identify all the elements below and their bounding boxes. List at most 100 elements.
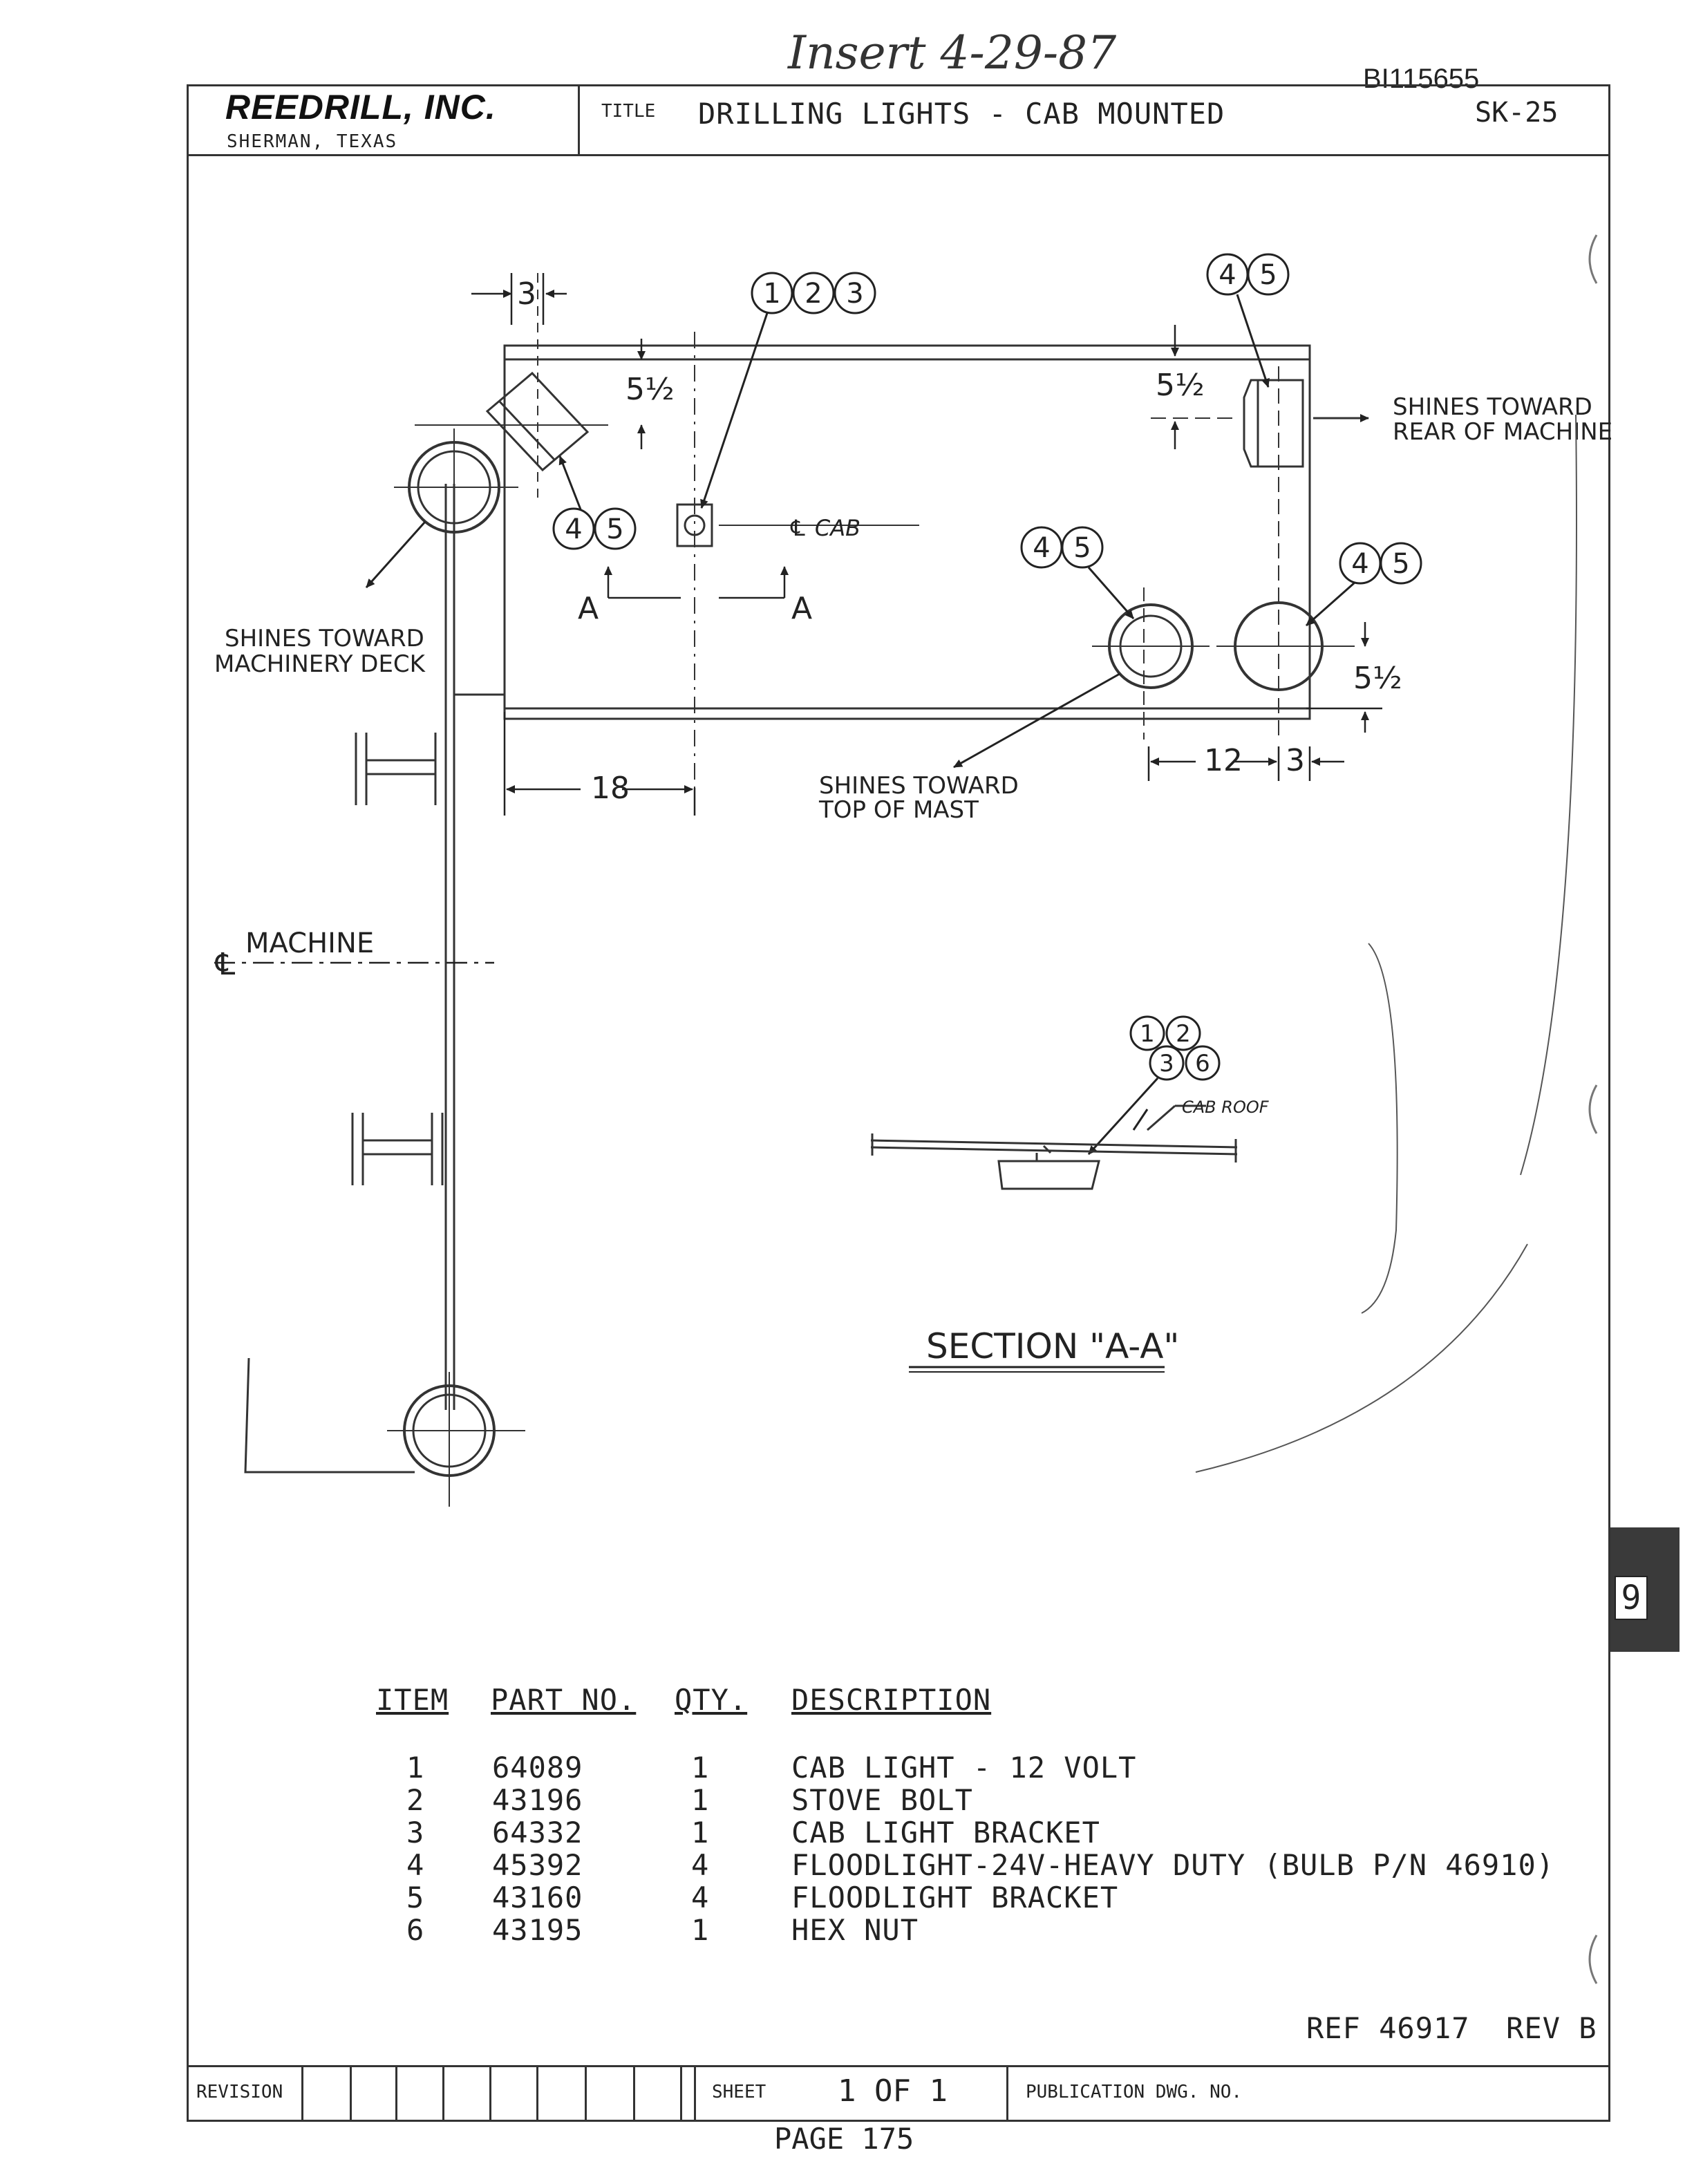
- section-tab-number: 9: [1615, 1576, 1648, 1620]
- floodlight-left-lower: [387, 1372, 525, 1507]
- note-deck-2: MACHINERY DECK: [214, 650, 426, 678]
- ref-number: REF 46917: [1306, 2011, 1470, 2045]
- revision-bar: [187, 2065, 1610, 2122]
- floodlight-right: [1216, 601, 1355, 691]
- floodlight-left-upper: [394, 429, 518, 546]
- balloon-tr-4: 4: [1219, 259, 1236, 291]
- rev-cell-divider: [301, 2065, 303, 2122]
- note-rear-1: SHINES TOWARD: [1393, 393, 1592, 421]
- part-description: FLOODLIGHT-24V-HEAVY DUTY (BULB P/N 4691…: [791, 1848, 1555, 1882]
- balloon-rl-4: 4: [1351, 548, 1368, 580]
- note-mast-1: SHINES TOWARD: [819, 772, 1019, 800]
- drawing-frame: [187, 84, 1610, 2122]
- deck-edge: [244, 484, 505, 1474]
- rev-cell-divider: [350, 2065, 352, 2122]
- balloon-ll-5: 5: [606, 514, 623, 545]
- rev-cell-divider: [489, 2065, 491, 2122]
- balloon-sec-6: 6: [1195, 1050, 1210, 1077]
- publication-divider: [1006, 2065, 1008, 2122]
- part-description: CAB LIGHT - 12 VOLT: [791, 1751, 1137, 1785]
- light-direction-arrows: [365, 520, 1120, 769]
- section-mark-left: A: [578, 591, 599, 626]
- part-item: 4: [406, 1848, 425, 1882]
- balloon-ll-4: 4: [565, 514, 582, 545]
- part-number: 64089: [492, 1751, 583, 1785]
- balloon-group-left-light: [552, 507, 637, 550]
- note-deck-1: SHINES TOWARD: [225, 625, 424, 652]
- part-description: HEX NUT: [791, 1913, 919, 1947]
- sheet-value: 1 OF 1: [838, 2073, 948, 2109]
- part-qty: 4: [691, 1881, 710, 1914]
- rev-cell-divider: [633, 2065, 635, 2122]
- part-item: 2: [406, 1783, 425, 1817]
- floodlight-angled: [415, 273, 608, 498]
- drawing-labels: ℄ CAB A A SHINES TOWARD REAR OF MACHINE …: [214, 393, 1612, 1366]
- note-mast-2: TOP OF MAST: [818, 796, 979, 824]
- title-label: TITLE: [601, 101, 656, 122]
- part-number: 43160: [492, 1881, 583, 1914]
- part-qty: 4: [691, 1848, 710, 1882]
- page-number: PAGE 175: [774, 2122, 914, 2156]
- balloon-sec-2: 2: [1176, 1020, 1191, 1048]
- balloon-group-top-right: [1206, 253, 1290, 296]
- document-id: BI115655: [1363, 64, 1480, 94]
- dim-12: 12: [1204, 743, 1243, 778]
- publication-label: PUBLICATION DWG. NO.: [1026, 2082, 1243, 2102]
- part-number: 43196: [492, 1783, 583, 1817]
- dim-5half-right-top: 5½: [1156, 368, 1205, 403]
- reference-number: REF 46917 REV B: [1306, 2011, 1597, 2045]
- title-block-divider: [578, 84, 580, 156]
- dimension-values: 3 5½ 5½ 5½ 18 12 3: [517, 276, 1402, 806]
- balloon-numbers: 1 2 3 4 5 4 5 4 5 4 5: [565, 259, 1409, 580]
- part-number: 64332: [492, 1816, 583, 1849]
- part-qty: 1: [691, 1913, 710, 1947]
- part-item: 1: [406, 1751, 425, 1785]
- parts-header-partno: PART NO.: [491, 1683, 637, 1717]
- balloon-group-center-light: [1020, 526, 1104, 569]
- sheet-divider: [694, 2065, 696, 2122]
- note-rear-2: REAR OF MACHINE: [1393, 418, 1612, 446]
- balloon-tr-5: 5: [1259, 259, 1277, 291]
- section-aa-detail: [870, 1104, 1238, 1190]
- i-beam-upper: [355, 733, 447, 805]
- balloon-numbers-section: 1 2 3 6: [1140, 1020, 1210, 1077]
- dim-18: 18: [591, 771, 630, 806]
- section-title: SECTION "A-A": [926, 1326, 1179, 1366]
- part-number: 45392: [492, 1848, 583, 1882]
- i-beam-lower: [351, 1113, 444, 1185]
- rev-cell-divider: [442, 2065, 444, 2122]
- title-block: [187, 84, 1610, 156]
- part-description: CAB LIGHT BRACKET: [791, 1816, 1100, 1849]
- part-description: STOVE BOLT: [791, 1783, 973, 1817]
- rev-cell-divider: [680, 2065, 682, 2122]
- leader-lines: [558, 294, 1355, 1156]
- revision-label: REVISION: [196, 2082, 283, 2102]
- part-qty: 1: [691, 1751, 710, 1785]
- cab-centerline-label: ℄ CAB: [788, 515, 860, 541]
- parts-header-qty: QTY.: [675, 1683, 748, 1717]
- rev-cell-divider: [395, 2065, 397, 2122]
- floodlight-rear: [1151, 366, 1369, 736]
- rev-cell-divider: [585, 2065, 587, 2122]
- part-qty: 1: [691, 1816, 710, 1849]
- company-location: SHERMAN, TEXAS: [227, 131, 398, 152]
- handwritten-insert-note: Insert 4-29-87: [788, 26, 1117, 79]
- binder-holes: [1588, 234, 1598, 1984]
- balloon-rl-5: 5: [1392, 548, 1409, 580]
- dimension-lines: [214, 273, 1382, 964]
- balloon-cl-5: 5: [1073, 532, 1091, 564]
- part-item: 3: [406, 1816, 425, 1849]
- part-description: FLOODLIGHT BRACKET: [791, 1881, 1119, 1914]
- balloon-group-right-light: [1339, 542, 1422, 585]
- dim-5half-left: 5½: [625, 372, 675, 407]
- sheet-label: SHEET: [712, 2082, 766, 2102]
- drawing-title: DRILLING LIGHTS - CAB MOUNTED: [698, 97, 1225, 131]
- dim-3-bottom: 3: [1286, 743, 1305, 778]
- balloon-tc-3: 3: [846, 278, 863, 310]
- company-name: REEDRILL, INC.: [225, 88, 496, 126]
- decorative-curves: [1195, 414, 1577, 1473]
- part-number: 43195: [492, 1913, 583, 1947]
- sheet-code: SK-25: [1475, 97, 1559, 129]
- cab-roof-label: CAB ROOF: [1182, 1098, 1270, 1117]
